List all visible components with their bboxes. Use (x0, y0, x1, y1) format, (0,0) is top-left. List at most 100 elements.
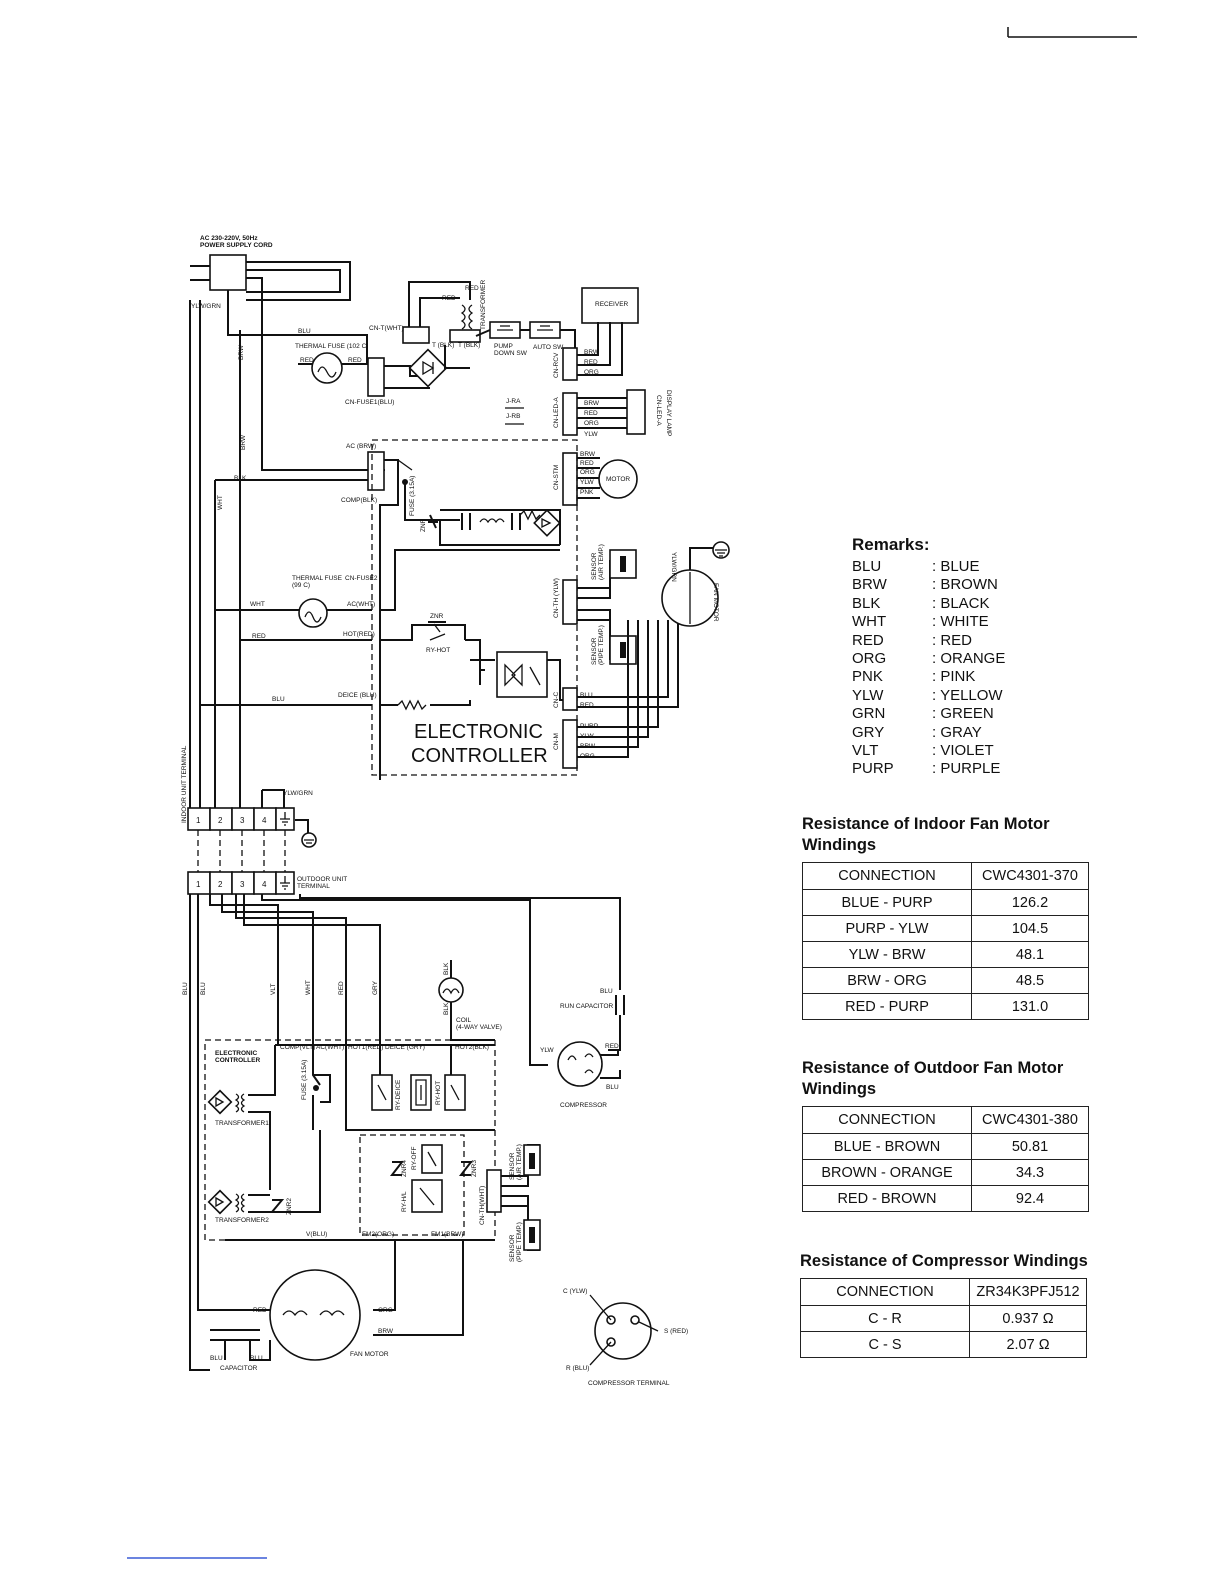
coil-4way-valve-icon (438, 977, 464, 1003)
label-ac-wht: AC(WHT) (347, 601, 375, 608)
transformer1-icon (207, 1089, 246, 1115)
outdoor-fan-motor-icon (269, 1269, 361, 1361)
label-cn-rcv: CN-RCV (553, 352, 560, 378)
legend-row: BLU: BLUE (852, 558, 1072, 576)
label-t-blk1: T (BLK) (432, 342, 454, 349)
legend-row: GRY: GRAY (852, 724, 1072, 742)
label-blu-fan2: BLU (250, 1355, 263, 1362)
label-led-red: RED (584, 410, 598, 417)
legend-desc: : BROWN (932, 576, 998, 594)
label-t-blk2: T (BLK) (458, 342, 480, 349)
table-cell: 126.2 (971, 889, 1089, 916)
legend-row: PNK: PINK (852, 668, 1072, 686)
label-cn-th: CN-TH (YLW) (553, 578, 560, 618)
table-cell: C - S (800, 1331, 970, 1358)
label-ry-off: RY-OFF (411, 1146, 418, 1170)
label-red-rcv: RED (584, 359, 598, 366)
label-stm-ylw: YLW (580, 479, 594, 486)
table-header-cell: CWC4301-370 (971, 862, 1089, 890)
label-fan-motor-in: FAN MOTOR (712, 583, 719, 622)
label-motor: MOTOR (606, 476, 630, 483)
legend-desc: : ORANGE (932, 649, 1006, 667)
legend-row: BLK: BLACK (852, 595, 1072, 613)
legend-code: GRY (852, 723, 885, 741)
label-blu-cap: BLU (600, 988, 613, 995)
table-cell: 104.5 (971, 915, 1089, 942)
legend-desc: : WHITE (932, 613, 989, 631)
label-cn-fuse2: CN-FUSE2 (345, 575, 378, 582)
table-header-cell: CONNECTION (802, 862, 972, 890)
label-v-blu: V(BLU) (306, 1231, 327, 1238)
cn-fuse1-connector (367, 357, 385, 397)
table-cell: C - R (800, 1305, 970, 1332)
indoor-fan-table-title: Resistance of Indoor Fan Motor Windings (802, 815, 1050, 854)
label-cn-m: CN-M (553, 733, 560, 750)
label-comp-blk: COMP(BLK) (341, 497, 377, 504)
table-cell: RED - PURP (802, 993, 972, 1020)
legend-code: PURP (852, 760, 894, 778)
label-led-ylw: YLW (584, 431, 598, 438)
label-coil: COIL(4-WAY VALVE) (456, 1017, 502, 1031)
cn-th-connector (562, 579, 578, 625)
label-brw-mid: BRW (240, 434, 247, 450)
compressor-resistance-section: Resistance of Compressor Windings CONNEC… (800, 1251, 1100, 1358)
ac-relay-box (367, 451, 385, 491)
label-cn-th-wht: CN-TH(WHT) (479, 1186, 486, 1225)
label-w-red: RED (338, 981, 345, 995)
label-cn-c: CN-C (553, 691, 560, 708)
label-transformer2: TRANSFORMER2 (215, 1217, 269, 1224)
label-transformer: TRANSFORMER (480, 280, 487, 331)
label-red-hot: RED (252, 633, 266, 640)
controller-title2: CONTROLLER (411, 745, 548, 767)
label-blu-top: BLU (298, 328, 311, 335)
label-blk-coil2: BLK (443, 1002, 450, 1015)
display-lamp-box (626, 389, 646, 435)
outdoor-fan-table-title: Resistance of Outdoor Fan Motor Windings (802, 1059, 1064, 1098)
label-display-lamp: DISPLAY LAMP (665, 390, 672, 436)
compressor-icon (557, 1041, 603, 1087)
table-cell: 48.1 (971, 941, 1089, 968)
thermal-fuse-99-icon (298, 598, 328, 628)
label-cnc-red: RED (580, 702, 594, 709)
svg-text:1: 1 (196, 816, 201, 825)
legend-row: PURP: PURPLE (852, 760, 1072, 778)
label-compressor: COMPRESSOR (560, 1102, 607, 1109)
label-sensor-pipe-out: SENSOR(PIPE TEMP.) (509, 1222, 523, 1262)
cn-th-wht-connector (486, 1169, 502, 1213)
label-transformer1: TRANSFORMER1 (215, 1120, 269, 1127)
label-red-fuse: RED (300, 357, 314, 364)
label-brw-fan: BRW (378, 1328, 394, 1335)
legend-row: VLT: VIOLET (852, 742, 1072, 760)
ground-symbol-terminal (301, 832, 317, 848)
label-w-gry: GRY (372, 980, 379, 995)
cn-m-connector (562, 719, 578, 769)
label-c-ylw: C (YLW) (563, 1288, 587, 1295)
legend-code: RED (852, 631, 884, 649)
label-cn-led-a: CN-LED-A (553, 397, 560, 428)
ground-symbol-indoor (712, 541, 730, 559)
table-header-cell: ZR34K3PFJ512 (969, 1278, 1087, 1306)
legend-desc: : PINK (932, 668, 976, 686)
label-indoor-terminal: INDOOR UNIT TERMINAL (181, 745, 188, 823)
label-fuse-315: FUSE (3.15A) (409, 476, 416, 516)
label-org-fan: ORG (378, 1307, 393, 1314)
table-cell: BROWN - ORANGE (802, 1159, 972, 1186)
label-w-blu2: BLU (200, 982, 207, 995)
legend-code: VLT (852, 741, 879, 759)
table-cell: 0.937 Ω (969, 1305, 1087, 1332)
